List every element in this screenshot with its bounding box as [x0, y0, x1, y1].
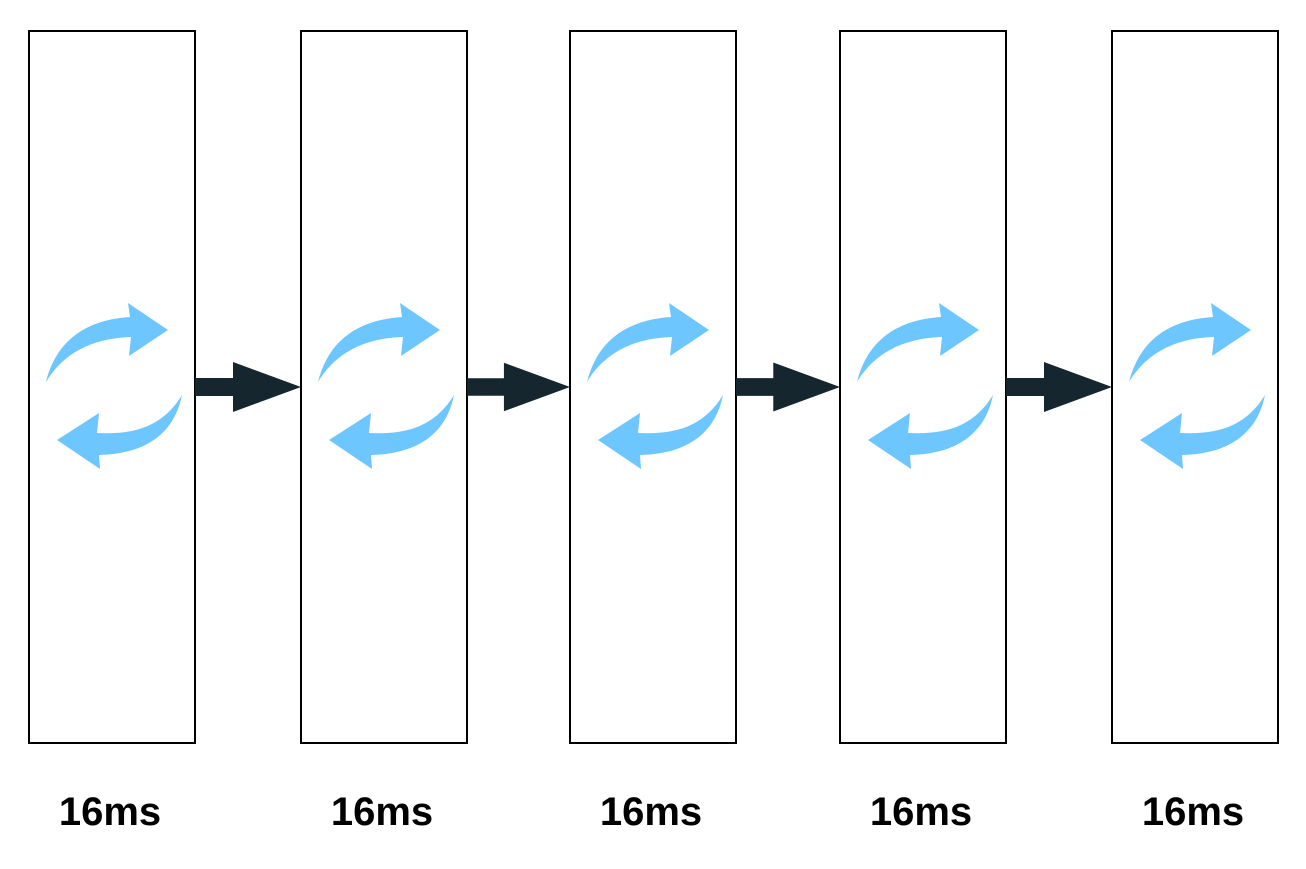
frame-4: 16ms	[839, 30, 1007, 834]
arrow-right-icon	[195, 362, 301, 412]
frame-duration-label: 16ms	[870, 790, 972, 834]
arrow-right-icon	[1006, 362, 1112, 412]
frame-box	[1111, 30, 1279, 744]
frame-duration-label: 16ms	[59, 790, 161, 834]
frame-2: 16ms	[300, 30, 468, 834]
frame-box	[569, 30, 737, 744]
frame-box	[28, 30, 196, 744]
frame-3: 16ms	[569, 30, 737, 834]
frame-duration-label: 16ms	[1142, 790, 1244, 834]
arrow-right-icon	[736, 362, 840, 412]
frame-box	[839, 30, 1007, 744]
frame-duration-label: 16ms	[331, 790, 433, 834]
frame-5: 16ms	[1111, 30, 1279, 834]
frame-1: 16ms	[28, 30, 196, 834]
frame-duration-label: 16ms	[600, 790, 702, 834]
arrow-right-icon	[467, 362, 570, 412]
frame-box	[300, 30, 468, 744]
